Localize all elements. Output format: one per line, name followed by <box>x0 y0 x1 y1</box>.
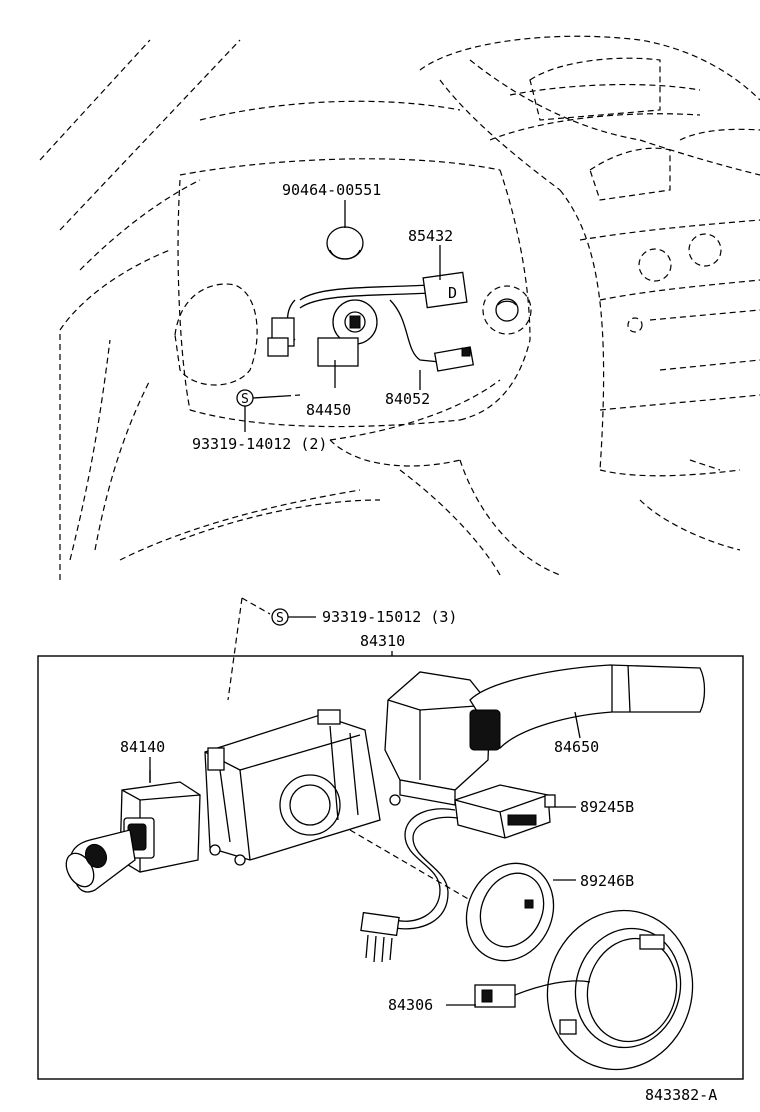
ring-89246B <box>465 862 555 962</box>
column-bracket-84310 <box>204 709 401 866</box>
spiral-cable-84306 <box>474 909 694 1071</box>
part-label-89246B: 89246B <box>580 872 634 890</box>
turn-signal-switch-84140 <box>65 770 201 893</box>
svg-text:S: S <box>276 611 284 626</box>
sensor-harness <box>360 808 459 963</box>
part-label-90464-00551: 90464-00551 <box>282 181 381 199</box>
dashboard-illustration <box>39 35 760 580</box>
svg-text:S: S <box>241 392 249 407</box>
wiper-switch-84650 <box>384 664 706 806</box>
svg-text:D: D <box>448 284 457 302</box>
part-label-84306: 84306 <box>388 996 433 1014</box>
part-label-84052: 84052 <box>385 390 430 408</box>
part-label-84450: 84450 <box>306 401 351 419</box>
part-label-85432: 85432 <box>408 227 453 245</box>
part-label-84650: 84650 <box>554 738 599 756</box>
top-leaders <box>334 200 441 390</box>
part-label-93319-15012: 93319-15012 (3) <box>322 608 457 626</box>
sensor-89245B <box>454 784 556 839</box>
screw-symbol-bottom: S <box>227 597 316 701</box>
part-label-84310: 84310 <box>360 632 405 650</box>
figure-id: 843382-A <box>645 1086 717 1104</box>
part-label-84140: 84140 <box>120 738 165 756</box>
clamp-90464 <box>326 226 364 260</box>
part-label-93319-14012: 93319-14012 (2) <box>192 435 327 453</box>
part-label-89245B: 89245B <box>580 798 634 816</box>
screw-symbol-top: S <box>236 389 301 432</box>
assembly-frame <box>37 655 744 1080</box>
harness-assembly: D <box>267 271 475 372</box>
